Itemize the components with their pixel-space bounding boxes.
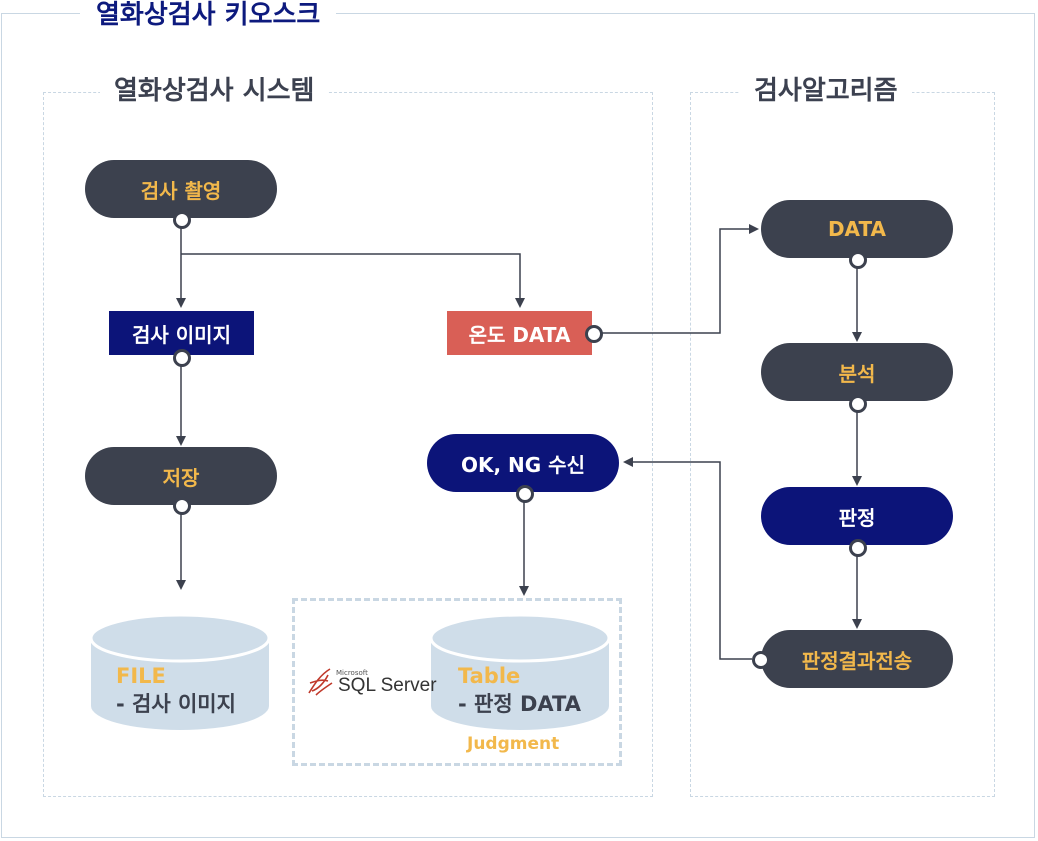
database-box (292, 598, 622, 766)
node-analysis-label: 분석 (838, 361, 876, 386)
kiosk-title: 열화상검사 키오스크 (80, 0, 337, 30)
sql-brand-small: Microsoft (336, 669, 368, 677)
port-algo-data (849, 251, 867, 269)
node-capture-label: 검사 촬영 (140, 178, 222, 203)
node-analysis: 분석 (761, 343, 953, 401)
edge-temp-to-data (602, 224, 759, 334)
node-temp-data-label: 온도 DATA (468, 322, 571, 347)
sql-server-logo: Microsoft SQL Server (306, 665, 437, 697)
port-judgment (849, 539, 867, 557)
port-inspect-image (173, 349, 191, 367)
node-inspect-image: 검사 이미지 (109, 311, 254, 355)
node-judgment: 판정 (761, 487, 953, 545)
table-cylinder-text: Table - 판정 DATA (458, 664, 581, 718)
port-oknng (516, 485, 534, 503)
table-key: Table (458, 664, 521, 688)
table-cylinder (430, 614, 610, 730)
node-oknng-label: OK, NG 수신 (461, 452, 585, 477)
node-oknng: OK, NG 수신 (427, 434, 619, 492)
port-capture (173, 211, 191, 229)
system-panel-title: 열화상검사 시스템 (100, 76, 329, 106)
edge-send-to-okng (623, 457, 752, 660)
table-caption: Judgment (467, 734, 560, 754)
port-send-result (752, 651, 770, 669)
node-inspect-image-label: 검사 이미지 (132, 322, 231, 347)
node-send-result: 판정결과전송 (761, 630, 953, 688)
node-store-label: 저장 (162, 465, 200, 490)
node-store: 저장 (85, 447, 277, 505)
file-cylinder-text: FILE - 검사 이미지 (116, 664, 236, 718)
port-temp-data (585, 325, 603, 343)
port-store (173, 497, 191, 515)
kiosk-frame (1, 13, 1035, 838)
sql-brand: SQL Server (338, 675, 437, 696)
node-send-result-label: 판정결과전송 (801, 648, 913, 673)
file-sub: - 검사 이미지 (116, 692, 236, 716)
node-capture: 검사 촬영 (85, 160, 277, 218)
node-algo-data: DATA (761, 200, 953, 258)
edge-capture-to-temp (181, 253, 525, 308)
file-key: FILE (116, 664, 166, 688)
file-cylinder (90, 614, 270, 730)
system-panel (43, 92, 653, 797)
node-algo-data-label: DATA (827, 217, 887, 241)
sql-server-icon (308, 668, 333, 696)
algorithm-panel-title: 검사알고리즘 (740, 76, 912, 106)
node-judgment-label: 판정 (838, 505, 876, 530)
node-temp-data: 온도 DATA (447, 311, 592, 355)
table-sub: - 판정 DATA (458, 692, 581, 716)
port-analysis (849, 395, 867, 413)
